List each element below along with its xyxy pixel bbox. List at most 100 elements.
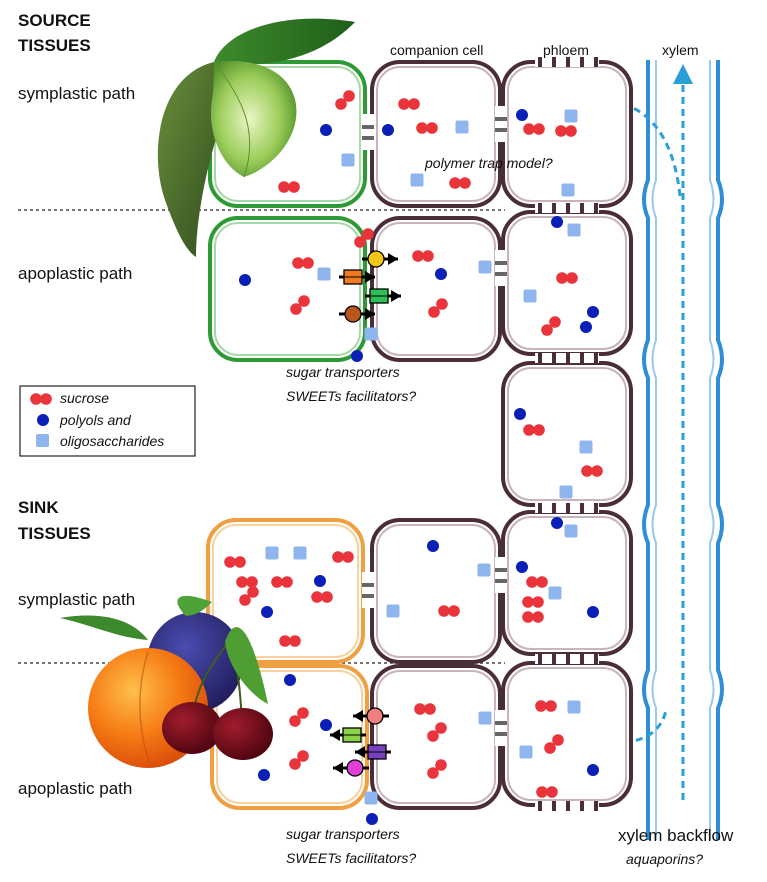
sucrose-molecule — [239, 586, 259, 606]
sucrose-molecule — [398, 98, 420, 110]
polyol-molecule — [366, 813, 378, 825]
sucrose-molecule — [581, 465, 603, 477]
top-leaf — [214, 18, 355, 65]
polyol-molecule — [580, 321, 592, 333]
oligosaccharide-molecule — [265, 546, 279, 560]
legend-sucrose-label: sucrose — [60, 390, 110, 406]
sink-transporters-line2: SWEETs facilitators? — [286, 850, 417, 866]
oligosaccharide-molecule — [519, 745, 533, 759]
source-heading-line1: SOURCE — [18, 11, 91, 30]
plasmodesma-source-symplastic — [362, 114, 374, 150]
sucrose-molecule — [536, 786, 558, 798]
sucrose-molecule — [290, 295, 310, 315]
sucrose-molecule — [556, 272, 578, 284]
sucrose-molecule — [279, 635, 301, 647]
oligosaccharide-molecule — [567, 700, 581, 714]
cherry-left — [162, 702, 222, 754]
sucrose-molecule — [523, 424, 545, 436]
oligosaccharide-molecule — [293, 546, 307, 560]
cherry-leaf — [225, 627, 268, 704]
sucrose-molecule — [522, 611, 544, 623]
polyol-molecule — [551, 517, 563, 529]
sucrose-molecule — [541, 316, 561, 336]
oligosaccharide-molecule — [341, 153, 355, 167]
sucrose-molecule — [289, 707, 309, 727]
polyol-molecule — [516, 561, 528, 573]
source-companion-cell-bottom — [370, 216, 502, 362]
polyol-molecule — [261, 606, 273, 618]
sink-symplastic-label: symplastic path — [18, 590, 136, 609]
plum-leaf — [177, 595, 212, 616]
oligosaccharide-molecule — [561, 183, 575, 197]
sink-transporters-line1: sugar transporters — [286, 826, 400, 842]
sucrose-molecule — [414, 703, 436, 715]
sieve-plate-2 — [535, 353, 599, 363]
oligosaccharide-molecule — [386, 604, 400, 618]
oligosaccharide-molecule — [317, 267, 331, 281]
molecules-layer — [224, 90, 603, 825]
oligosaccharide-molecule — [364, 791, 378, 805]
polyol-molecule — [258, 769, 270, 781]
sucrose-molecule — [544, 734, 564, 754]
legend-sucrose-icon — [30, 393, 52, 405]
legend-polyol-icon — [37, 414, 49, 426]
phloem-sieve-element-3 — [501, 361, 633, 507]
polyol-molecule — [239, 274, 251, 286]
polyol-molecule — [351, 350, 363, 362]
sieve-plate-top — [535, 57, 599, 67]
sucrose-molecule — [335, 90, 355, 110]
oligosaccharide-molecule — [523, 289, 537, 303]
backflow-arrow-bottom — [588, 709, 668, 744]
polyol-molecule — [516, 109, 528, 121]
polyol-molecule — [435, 268, 447, 280]
sink-apoplastic-label: apoplastic path — [18, 779, 133, 798]
plasmodesma-sink-companion — [495, 557, 507, 593]
oligosaccharide-molecule — [478, 260, 492, 274]
sucrose-molecule — [427, 722, 447, 742]
sucrose-molecule — [271, 576, 293, 588]
oligosaccharide-molecule — [477, 563, 491, 577]
sucrose-molecule — [526, 576, 548, 588]
xylem-backflow-label: xylem backflow — [618, 826, 734, 845]
oligosaccharide-molecule — [364, 327, 378, 341]
transporter-brown — [339, 305, 375, 323]
sucrose-molecule — [278, 181, 300, 193]
sucrose-molecule — [332, 551, 354, 563]
polyol-molecule — [587, 764, 599, 776]
polyol-molecule — [587, 306, 599, 318]
sucrose-molecule — [555, 125, 577, 137]
polyol-molecule — [284, 674, 296, 686]
sucrose-molecule — [416, 122, 438, 134]
sucrose-molecule — [311, 591, 333, 603]
legend-oligosaccharide-label: oligosaccharides — [60, 433, 165, 449]
fruit-illustration — [60, 595, 273, 768]
plasmodesmata-layer — [362, 57, 599, 811]
aquaporins-label: aquaporins? — [626, 851, 704, 867]
dark-leaf — [157, 62, 227, 257]
source-transporters-line2: SWEETs facilitators? — [286, 388, 417, 404]
transporter-green — [365, 288, 401, 304]
xylem-label: xylem — [662, 42, 699, 58]
source-heading-line2: TISSUES — [18, 36, 91, 55]
plasmodesma-source-companion — [495, 106, 507, 142]
oligosaccharide-molecule — [455, 120, 469, 134]
polyol-molecule — [320, 719, 332, 731]
sink-symplastic-parenchyma-cell — [206, 518, 365, 664]
sieve-plate-3 — [535, 503, 599, 513]
sucrose-molecule — [412, 250, 434, 262]
oligosaccharide-molecule — [567, 223, 581, 237]
oligosaccharide-molecule — [548, 586, 562, 600]
oligosaccharide-molecule — [559, 485, 573, 499]
sucrose-molecule — [292, 257, 314, 269]
leaf-illustration — [157, 18, 355, 257]
polyol-molecule — [551, 216, 563, 228]
transporters-layer — [330, 250, 401, 777]
sucrose-molecule — [449, 177, 471, 189]
transporter-orange — [339, 269, 375, 285]
sucrose-molecule — [236, 576, 258, 588]
source-transporters-line1: sugar transporters — [286, 364, 400, 380]
plasmodesma-sink-companion-apoplastic — [495, 710, 507, 746]
oligosaccharide-molecule — [564, 524, 578, 538]
phloem-sieve-element-2 — [501, 210, 633, 356]
